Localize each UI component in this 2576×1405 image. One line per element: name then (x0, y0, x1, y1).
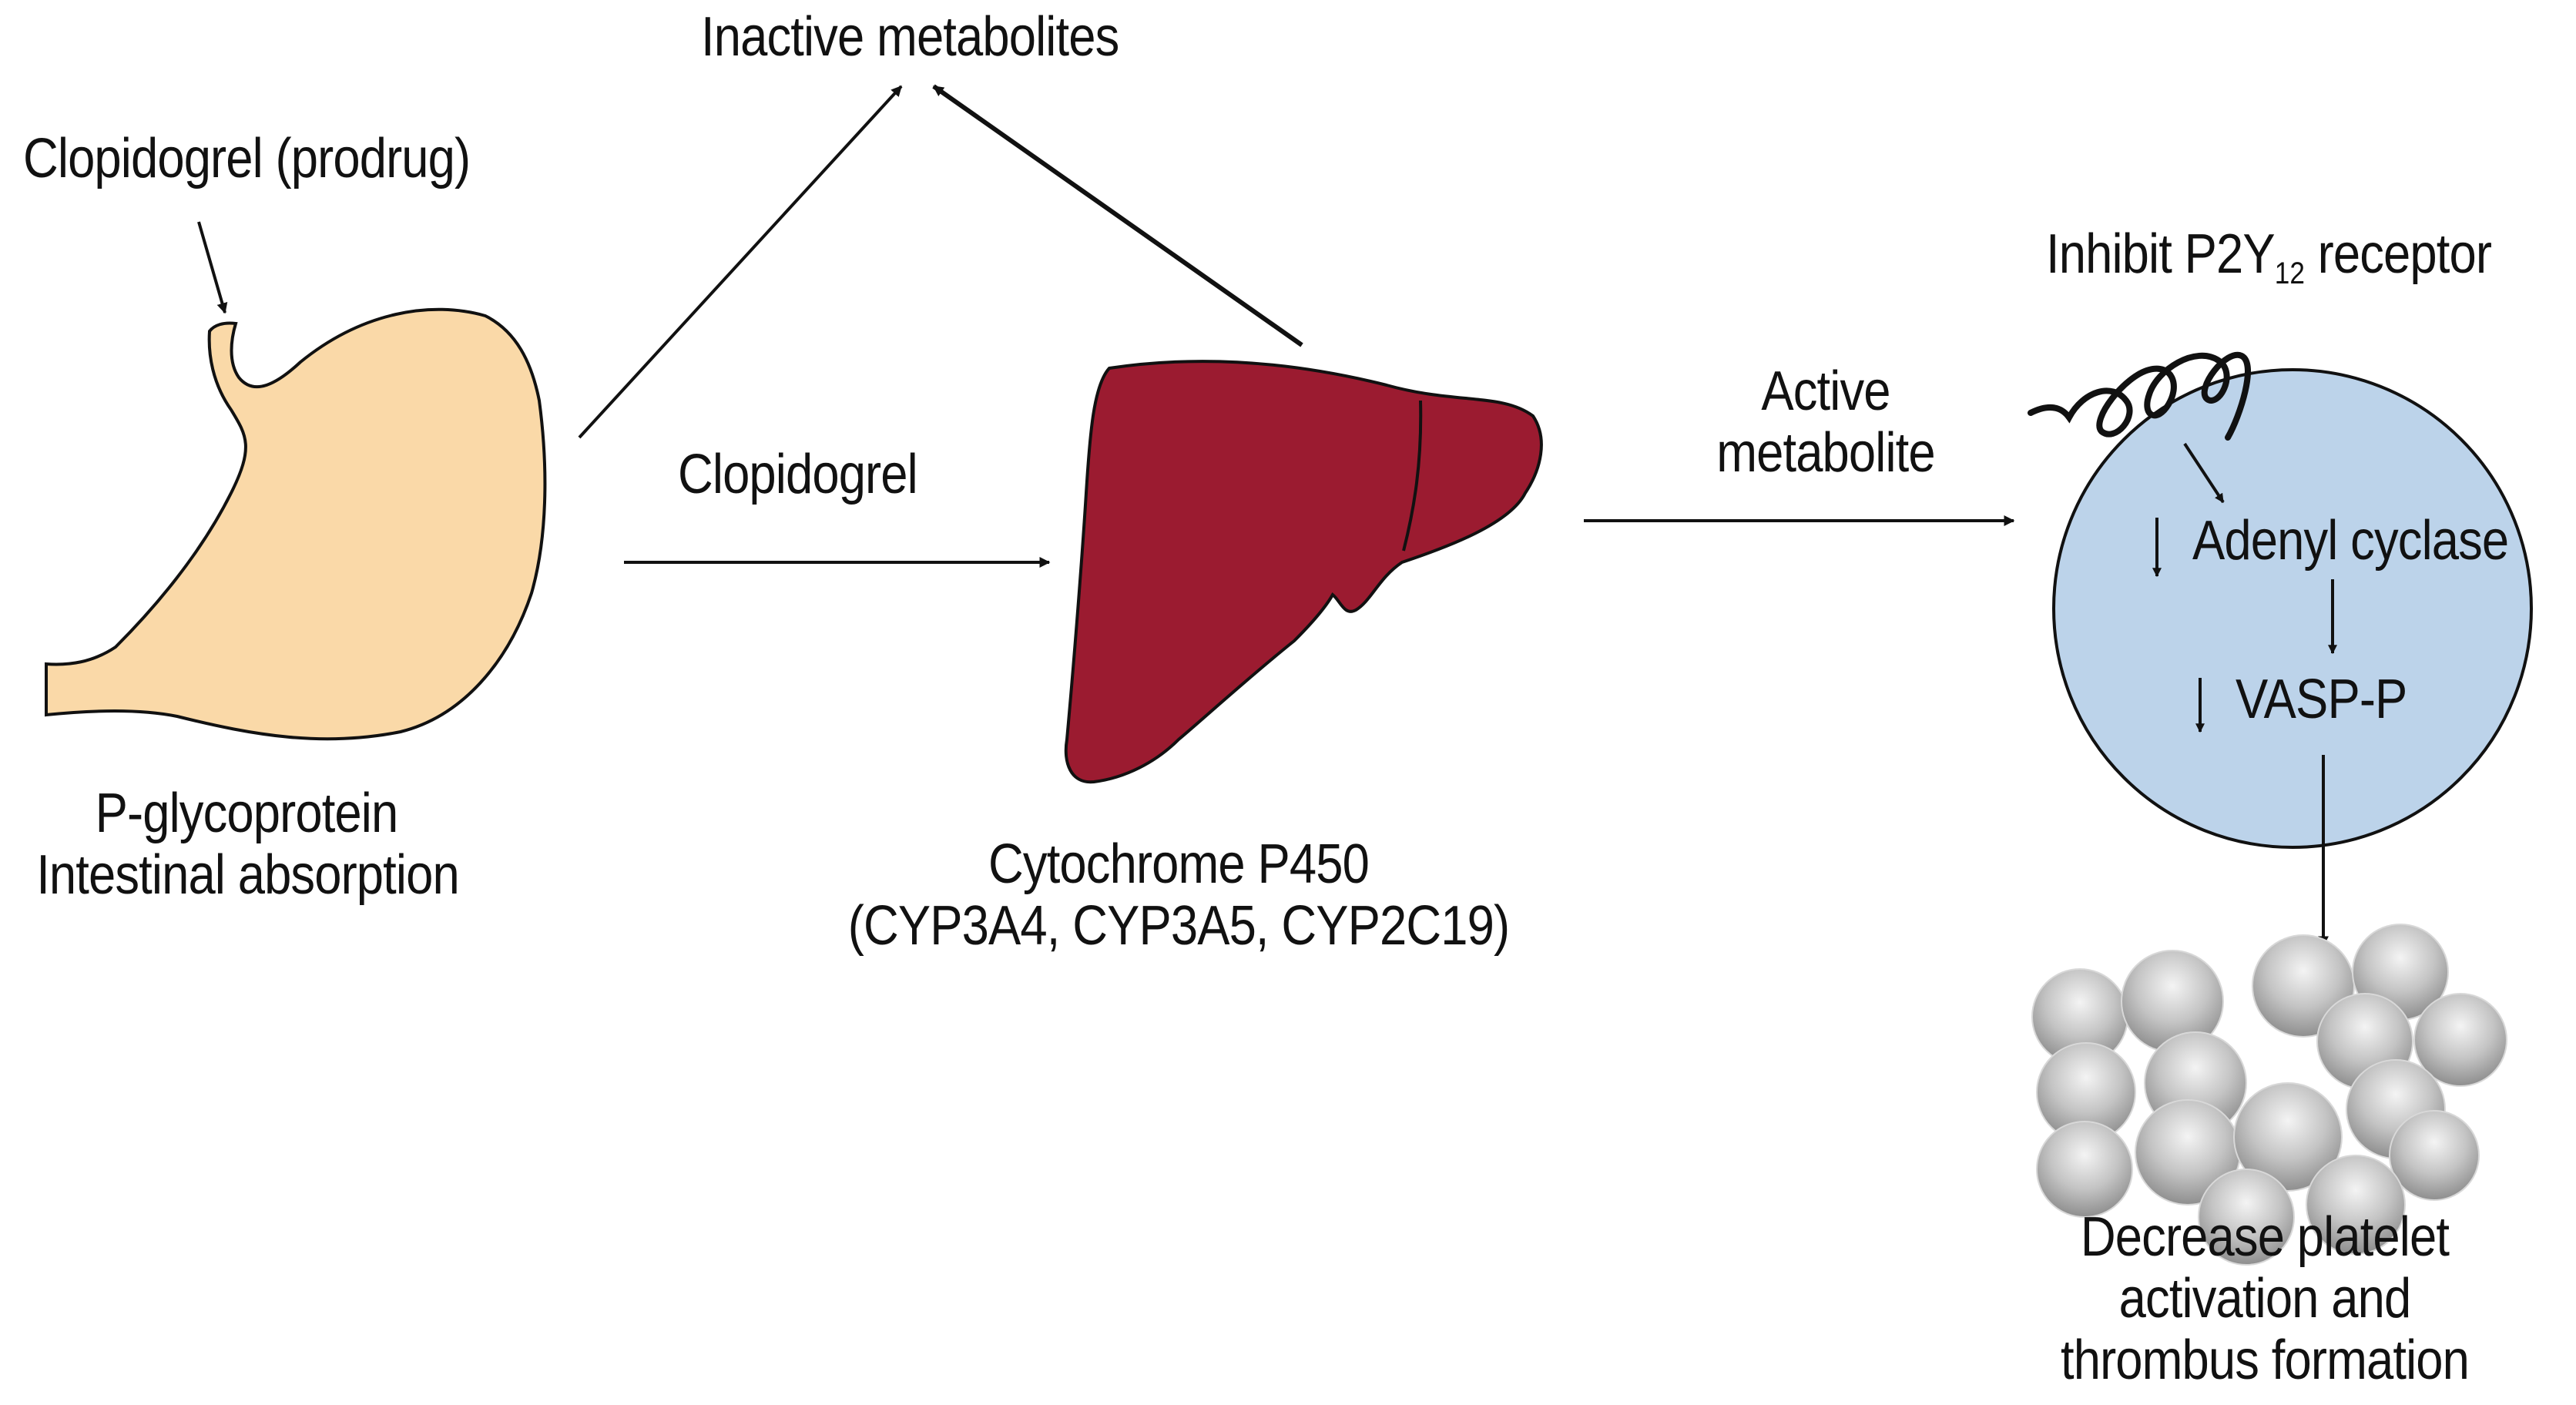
stomach-illustration (45, 307, 547, 741)
receptor-word: receptor (2304, 223, 2492, 285)
active-metabolite-label: Active metabolite (1697, 360, 1954, 484)
pglycoprotein-line-2: Intestinal absorption (36, 844, 459, 906)
active-metabolite-line-2: metabolite (1716, 422, 1935, 484)
inactive-metabolites-label: Inactive metabolites (701, 6, 1119, 68)
decrease-line-3: thrombus formation (2060, 1330, 2470, 1391)
receptor-subscript: 12 (2274, 257, 2305, 290)
inhibit-receptor-label: Inhibit P2Y12 receptor (2046, 223, 2492, 304)
platelet-aggregate-cluster (2031, 924, 2507, 1266)
p2y12-receptor-coil (2028, 351, 2251, 441)
liver-fissure-line (1402, 400, 1423, 552)
active-metabolite-line-1: Active (1761, 360, 1890, 422)
cytochrome-line-2: (CYP3A4, CYP3A5, CYP2C19) (847, 895, 1510, 957)
platelet-cell-circle (2052, 368, 2533, 849)
platelet-sphere (2306, 1155, 2406, 1255)
adenyl-cyclase-label: Adenyl cyclase (2192, 510, 2509, 572)
arrow-stomach-to-inactive (578, 85, 903, 439)
platelet-sphere (2036, 1121, 2133, 1218)
platelet-sphere (2413, 993, 2507, 1087)
decrease-platelet-label: Decrease platelet activation and thrombu… (2007, 1206, 2523, 1391)
platelet-sphere (2389, 1110, 2480, 1201)
vasp-p-label: VASP-P (2236, 669, 2407, 730)
cytochrome-line-1: Cytochrome P450 (988, 833, 1370, 895)
cytochrome-label: Cytochrome P450 (CYP3A4, CYP3A5, CYP2C19… (826, 833, 1531, 957)
arrow-liver-to-inactive (932, 84, 1303, 347)
platelet-sphere (2233, 1082, 2343, 1192)
decrease-line-2: activation and (2118, 1268, 2412, 1330)
decrease-line-1: Decrease platelet (2080, 1206, 2450, 1268)
arrow-prodrug-to-stomach (197, 221, 228, 314)
liver-illustration (1064, 360, 1543, 784)
clopidogrel-label: Clopidogrel (678, 444, 918, 505)
platelet-sphere (2198, 1169, 2295, 1266)
clopidogrel-prodrug-label: Clopidogrel (prodrug) (23, 128, 471, 189)
pglycoprotein-label: P-glycoprotein Intestinal absorption (36, 783, 459, 906)
pglycoprotein-line-1: P-glycoprotein (95, 783, 399, 844)
arrow-receptor-to-adenyl (2183, 442, 2225, 504)
inhibit-receptor-text: Inhibit P2Y (2046, 223, 2276, 285)
